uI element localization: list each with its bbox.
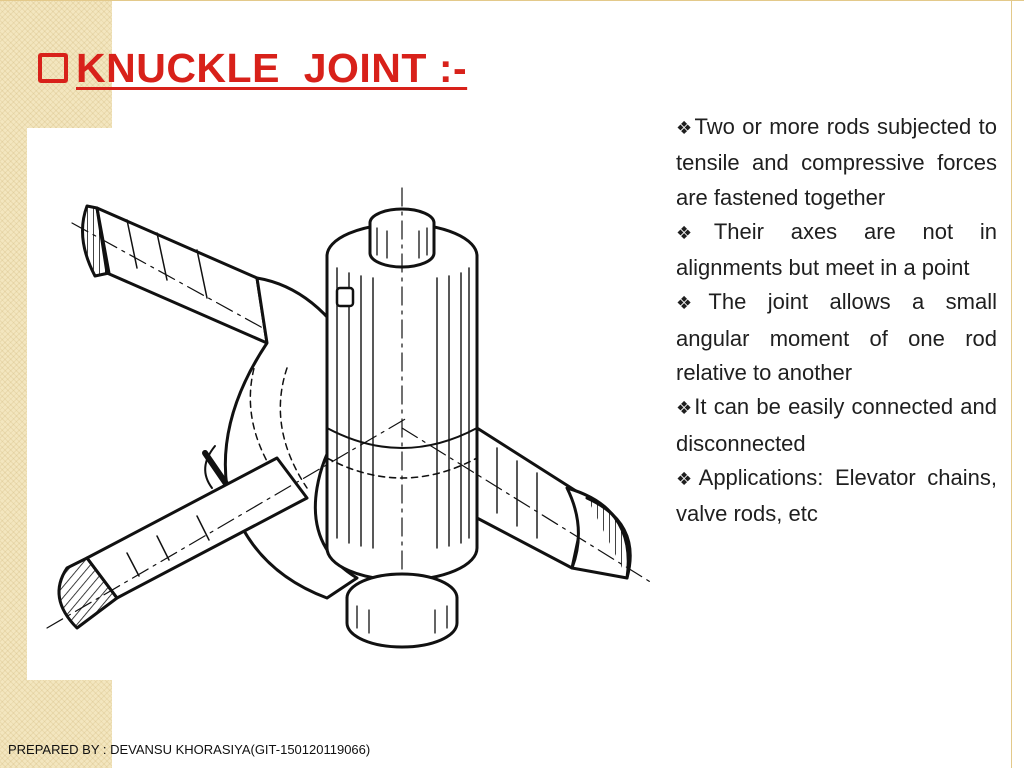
slide-title-text: KNUCKLE JOINT :-	[76, 44, 468, 91]
bullet-text: Applications: Elevator chains, valve rod…	[676, 464, 998, 527]
footer-credit: PREPARED BY : DEVANSU KHORASIYA(GIT-1501…	[8, 742, 371, 757]
bullet-item-1: ❖Two or more rods subjected to tensile a…	[676, 110, 997, 215]
bullet-list: ❖Two or more rods subjected to tensile a…	[676, 110, 997, 532]
top-border-line	[0, 0, 1024, 1]
bullet-text: Two or more rods subjected to tensile an…	[676, 114, 997, 210]
lower-left-rod	[46, 417, 408, 630]
right-rod	[401, 426, 653, 584]
bullet-item-3: ❖The joint allows a small angular moment…	[676, 285, 997, 390]
knuckle-joint-drawing	[46, 187, 653, 649]
four-diamond-bullet-icon: ❖	[676, 293, 708, 315]
four-diamond-bullet-icon: ❖	[676, 222, 713, 244]
lower-boss	[345, 572, 459, 649]
slide-title: KNUCKLE JOINT :-	[38, 40, 467, 96]
square-bullet-icon	[38, 53, 68, 83]
eye-cylinder	[325, 187, 479, 649]
right-border-line	[1011, 0, 1012, 768]
knuckle-joint-figure	[27, 128, 659, 680]
bullet-item-4: ❖It can be easily connected and disconne…	[676, 390, 997, 461]
four-diamond-bullet-icon: ❖	[676, 118, 694, 139]
bullet-text: It can be easily connected and disconnec…	[676, 394, 997, 456]
bullet-text: Their axes are not in alignments but mee…	[676, 218, 998, 281]
bullet-text: The joint allows a small angular moment …	[676, 289, 997, 386]
upper-left-rod	[71, 204, 373, 389]
four-diamond-bullet-icon: ❖	[676, 398, 694, 420]
bullet-item-2: ❖Their axes are not in alignments but me…	[676, 215, 997, 286]
four-diamond-bullet-icon: ❖	[676, 468, 698, 490]
bullet-item-5: ❖Applications: Elevator chains, valve ro…	[676, 461, 997, 532]
